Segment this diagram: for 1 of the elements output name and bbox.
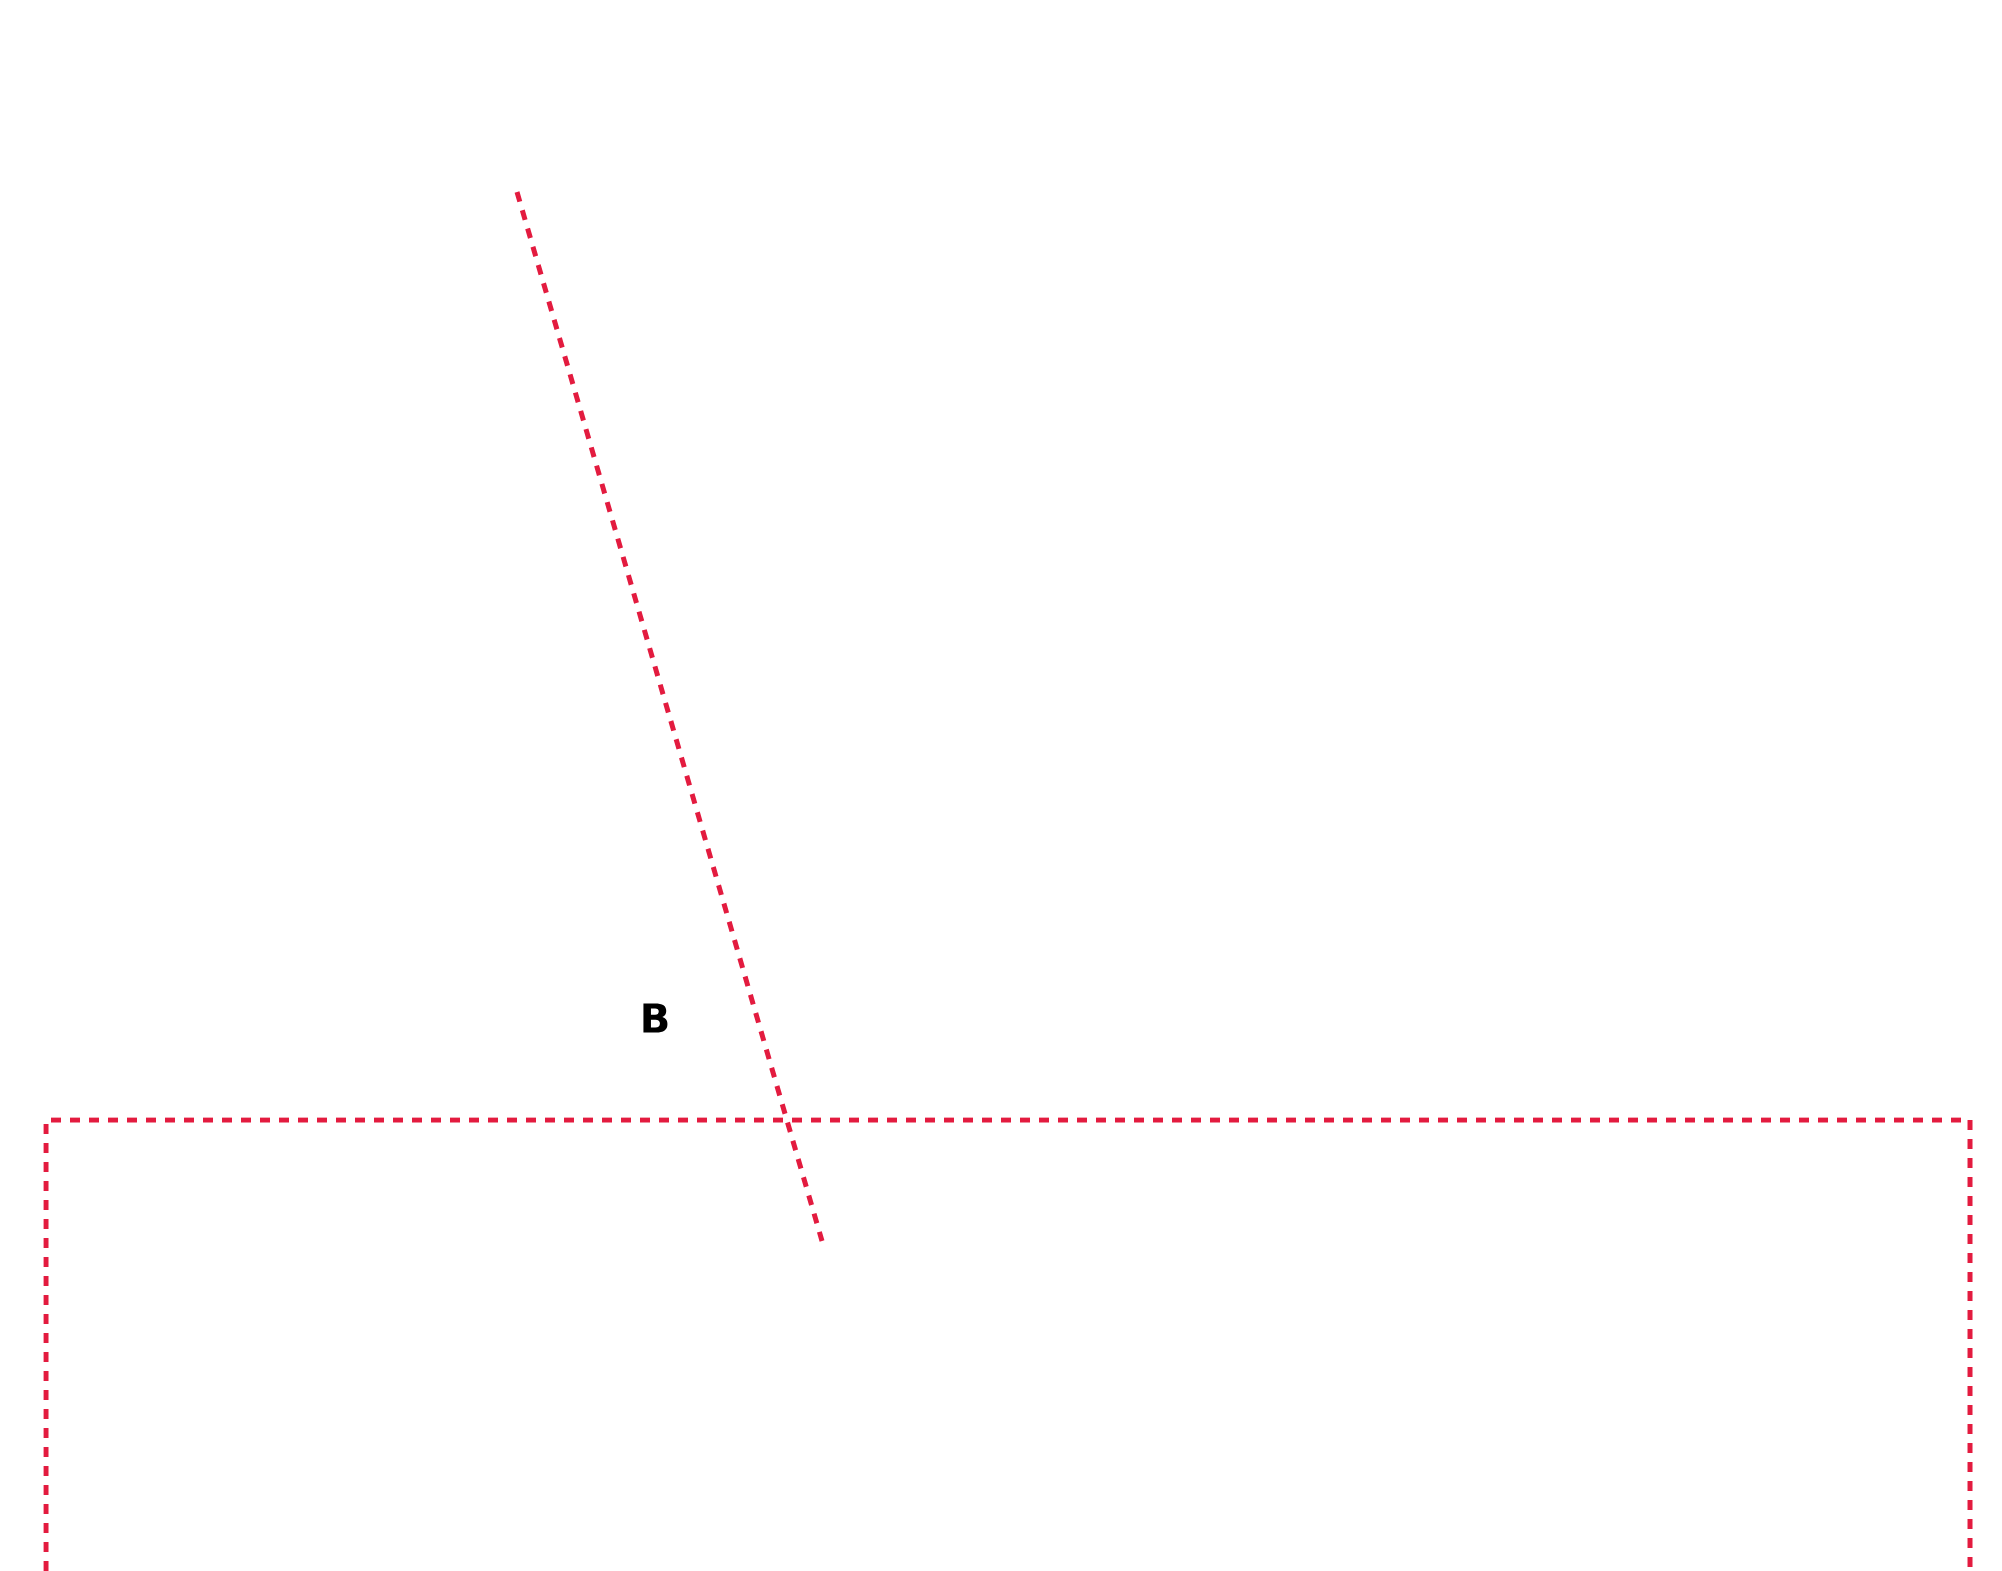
label: B xyxy=(643,1003,668,1033)
